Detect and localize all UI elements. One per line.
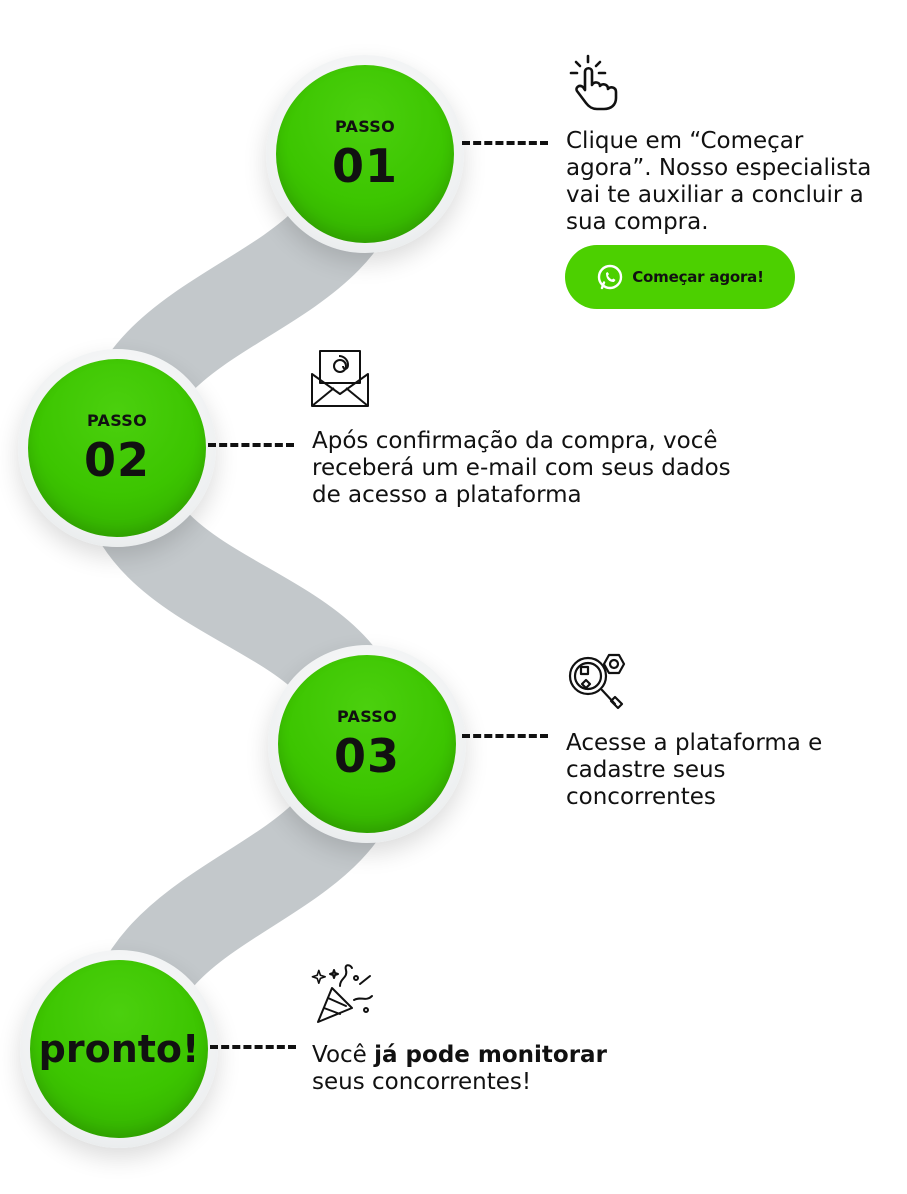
final-text-suffix: seus concorrentes! xyxy=(312,1069,532,1095)
step-1-connector xyxy=(462,141,548,145)
step-1-number: 01 xyxy=(331,139,398,193)
final-connector xyxy=(210,1045,296,1049)
party-popper-icon xyxy=(311,964,373,1023)
final-text-prefix: Você xyxy=(312,1042,375,1068)
step-2-number: 02 xyxy=(83,433,150,487)
step-2-connector xyxy=(208,443,294,447)
step-1-node: PASSO 01 xyxy=(266,55,464,253)
email-envelope-icon xyxy=(311,350,369,407)
step-2-circle: PASSO 02 xyxy=(28,359,206,537)
final-description: Você já pode monitorar seus concorrentes… xyxy=(312,1042,642,1096)
step-3-connector xyxy=(462,734,548,738)
step-2-label: PASSO xyxy=(86,411,148,430)
step-3-label: PASSO xyxy=(336,707,398,726)
final-label: pronto! xyxy=(38,1027,200,1071)
step-3-number: 03 xyxy=(333,729,400,783)
step-2-description: Após confirmação da compra, você receber… xyxy=(312,428,731,508)
step-1-label: PASSO xyxy=(334,117,396,136)
tap-hand-icon xyxy=(569,54,618,111)
step-3-description: Acesse a plataforma e cadastre seus conc… xyxy=(566,730,823,810)
step-3-circle: PASSO 03 xyxy=(278,655,456,833)
step-2-node: PASSO 02 xyxy=(18,349,216,547)
start-now-label: Começar agora! xyxy=(632,268,764,286)
competitor-search-icon xyxy=(568,653,626,710)
step-1-description: Clique em “Começar agora”. Nosso especia… xyxy=(566,128,872,235)
final-circle: pronto! xyxy=(30,960,208,1138)
start-now-button[interactable]: Começar agora! xyxy=(565,245,795,309)
step-3-node: PASSO 03 xyxy=(268,645,466,843)
step-1-circle: PASSO 01 xyxy=(276,65,454,243)
final-node: pronto! xyxy=(20,950,218,1148)
final-text-bold: já pode monitorar xyxy=(374,1042,607,1068)
whatsapp-icon xyxy=(598,264,623,290)
